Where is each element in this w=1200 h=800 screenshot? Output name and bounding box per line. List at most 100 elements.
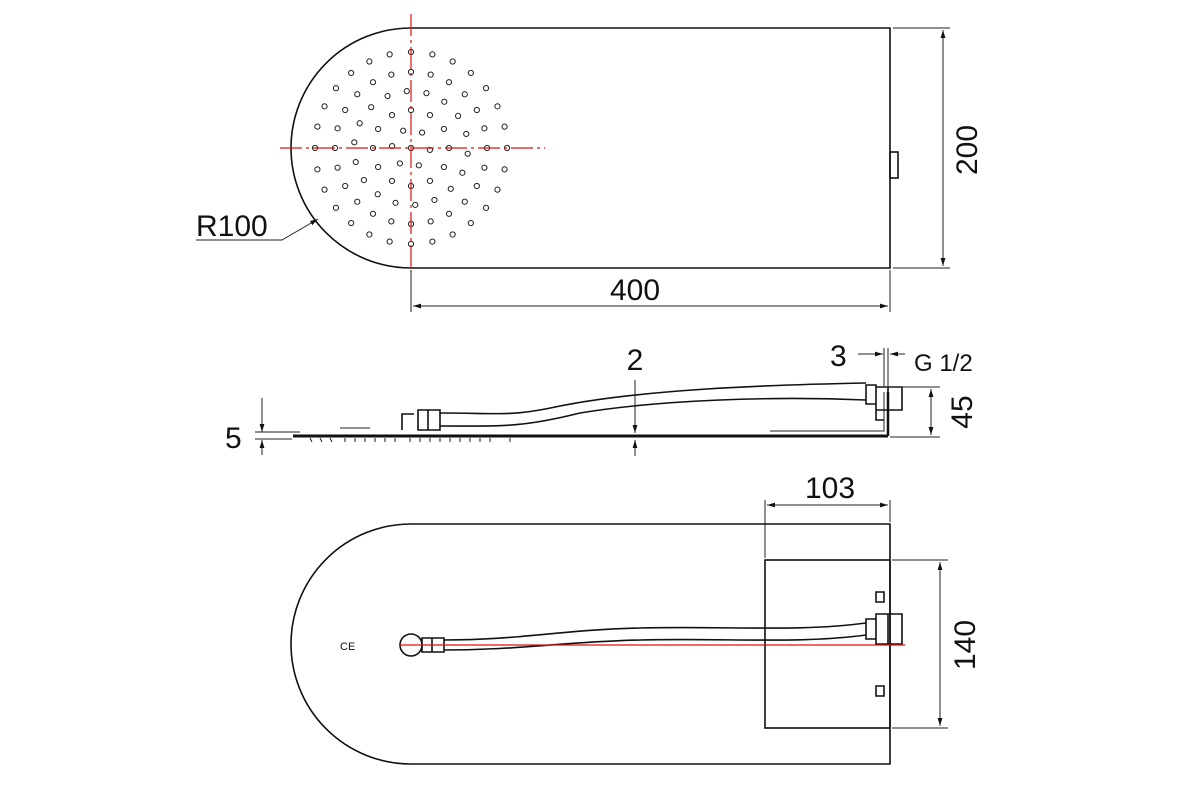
nozzle <box>368 104 375 111</box>
bracket-width-dimension: 103 <box>805 472 855 505</box>
hose <box>439 382 867 427</box>
radius-leader <box>196 218 319 241</box>
nozzle <box>473 106 480 114</box>
nozzle <box>386 238 393 245</box>
nozzle <box>403 88 410 95</box>
nozzle <box>455 112 462 120</box>
plate-thickness-dimension: 2 <box>627 344 644 377</box>
nozzle <box>440 163 448 171</box>
nozzle <box>351 139 358 146</box>
nozzle <box>427 71 434 78</box>
top-view: 200 400 R100 <box>196 14 984 312</box>
nozzle <box>321 186 328 193</box>
nozzle <box>440 125 448 133</box>
nozzle <box>314 123 321 130</box>
nozzle <box>354 91 361 98</box>
nozzle-pattern <box>311 48 511 248</box>
width-dimension: 200 <box>951 125 984 175</box>
nozzle <box>321 103 328 110</box>
nozzle <box>449 231 456 238</box>
nozzle <box>429 51 436 58</box>
nozzle <box>431 196 438 204</box>
nozzle <box>464 150 471 157</box>
nozzle <box>400 127 407 134</box>
nozzle <box>482 204 490 211</box>
nozzle <box>426 146 434 153</box>
side-view: 45 5 2 3 G 1/2 <box>225 340 979 456</box>
nozzle <box>332 204 340 211</box>
nozzle <box>461 198 468 205</box>
nozzle <box>396 160 404 167</box>
nozzle <box>352 158 359 166</box>
nozzle <box>463 130 470 138</box>
nozzle <box>384 92 391 100</box>
nozzle <box>334 125 341 132</box>
nozzle <box>441 98 448 105</box>
nozzle <box>418 129 426 136</box>
nozzle <box>429 238 436 245</box>
nozzle <box>369 210 377 217</box>
nozzle <box>360 176 367 184</box>
nozzle <box>332 85 340 92</box>
hose-fitting-left <box>401 409 441 431</box>
nozzle <box>342 106 349 114</box>
nozzle <box>369 79 377 86</box>
bracket-height-dimension: 140 <box>949 620 982 670</box>
nozzle <box>481 164 488 171</box>
nozzle <box>449 58 456 65</box>
nozzle <box>426 177 434 185</box>
nozzle <box>388 111 396 119</box>
nozzle <box>473 182 480 190</box>
top-view-outline <box>290 27 891 269</box>
nozzle <box>366 58 373 65</box>
nozzle <box>342 182 349 190</box>
nozzle <box>412 201 419 208</box>
nozzle <box>369 144 377 152</box>
radius-dimension: R100 <box>196 210 268 243</box>
nozzle <box>415 162 422 169</box>
nozzle <box>494 103 501 110</box>
nozzle <box>459 169 466 176</box>
nozzle <box>481 125 488 132</box>
nozzle <box>348 219 355 227</box>
gap-dimension: 3 <box>830 340 847 373</box>
wall-bracket <box>764 559 891 729</box>
length-dimension: 400 <box>610 274 660 307</box>
nozzle <box>501 166 508 173</box>
nozzle <box>374 163 382 171</box>
height-dimension: 45 <box>946 395 979 428</box>
nozzle <box>388 71 395 78</box>
nozzle <box>374 191 381 198</box>
nozzle <box>392 199 399 206</box>
nozzle <box>445 79 453 86</box>
hose-bottom <box>443 622 867 651</box>
nozzle <box>461 91 468 98</box>
nozzle <box>467 219 474 227</box>
nozzle <box>366 231 373 238</box>
nozzle <box>374 125 382 133</box>
hose-fitting-right <box>865 384 903 421</box>
nozzle <box>482 85 490 92</box>
nozzle <box>388 177 396 185</box>
nozzle <box>445 210 453 217</box>
nozzle <box>388 143 396 150</box>
bottom-view: CE 103 140 <box>290 472 982 765</box>
nozzle <box>354 198 361 205</box>
nozzle <box>348 69 355 77</box>
nozzle <box>356 120 363 127</box>
nozzle <box>423 90 430 97</box>
inlet-connector <box>889 151 899 179</box>
bottom-view-outline <box>290 523 891 765</box>
ce-mark: CE <box>340 641 355 653</box>
nozzle <box>334 164 341 171</box>
nozzle <box>467 69 474 77</box>
nozzle <box>447 185 454 192</box>
nozzle <box>427 218 434 225</box>
nozzle <box>494 186 501 193</box>
nozzle <box>314 166 321 173</box>
thickness-dimension: 5 <box>225 422 242 455</box>
nozzle <box>386 51 393 58</box>
nozzle <box>501 123 508 130</box>
nozzle <box>388 218 395 225</box>
